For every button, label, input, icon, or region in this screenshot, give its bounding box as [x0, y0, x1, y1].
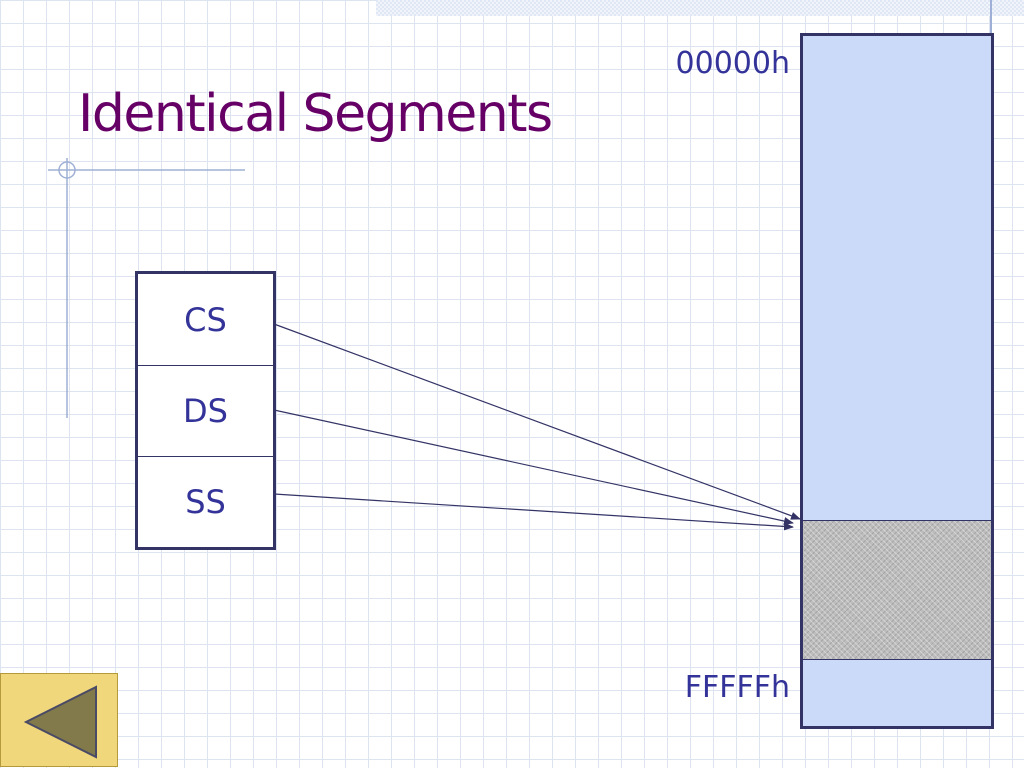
- register-ds: DS: [138, 365, 273, 456]
- left-triangle-icon: [23, 685, 97, 759]
- back-button[interactable]: [0, 673, 118, 767]
- memory-block: [800, 33, 994, 729]
- corner-divider: [990, 0, 992, 40]
- register-cs: CS: [184, 300, 227, 339]
- register-ss: SS: [138, 456, 273, 547]
- memory-start-address: 00000h: [675, 46, 790, 81]
- arrow-ds: [273, 409, 794, 525]
- memory-end-address: FFFFFh: [684, 670, 790, 705]
- shared-segment: [803, 520, 991, 660]
- arrow-cs: [273, 323, 801, 520]
- slide-title: Identical Segments: [78, 84, 553, 144]
- title-rule-decoration: [48, 158, 245, 418]
- top-decoration-strip: [376, 0, 1024, 16]
- arrow-ss: [273, 493, 794, 531]
